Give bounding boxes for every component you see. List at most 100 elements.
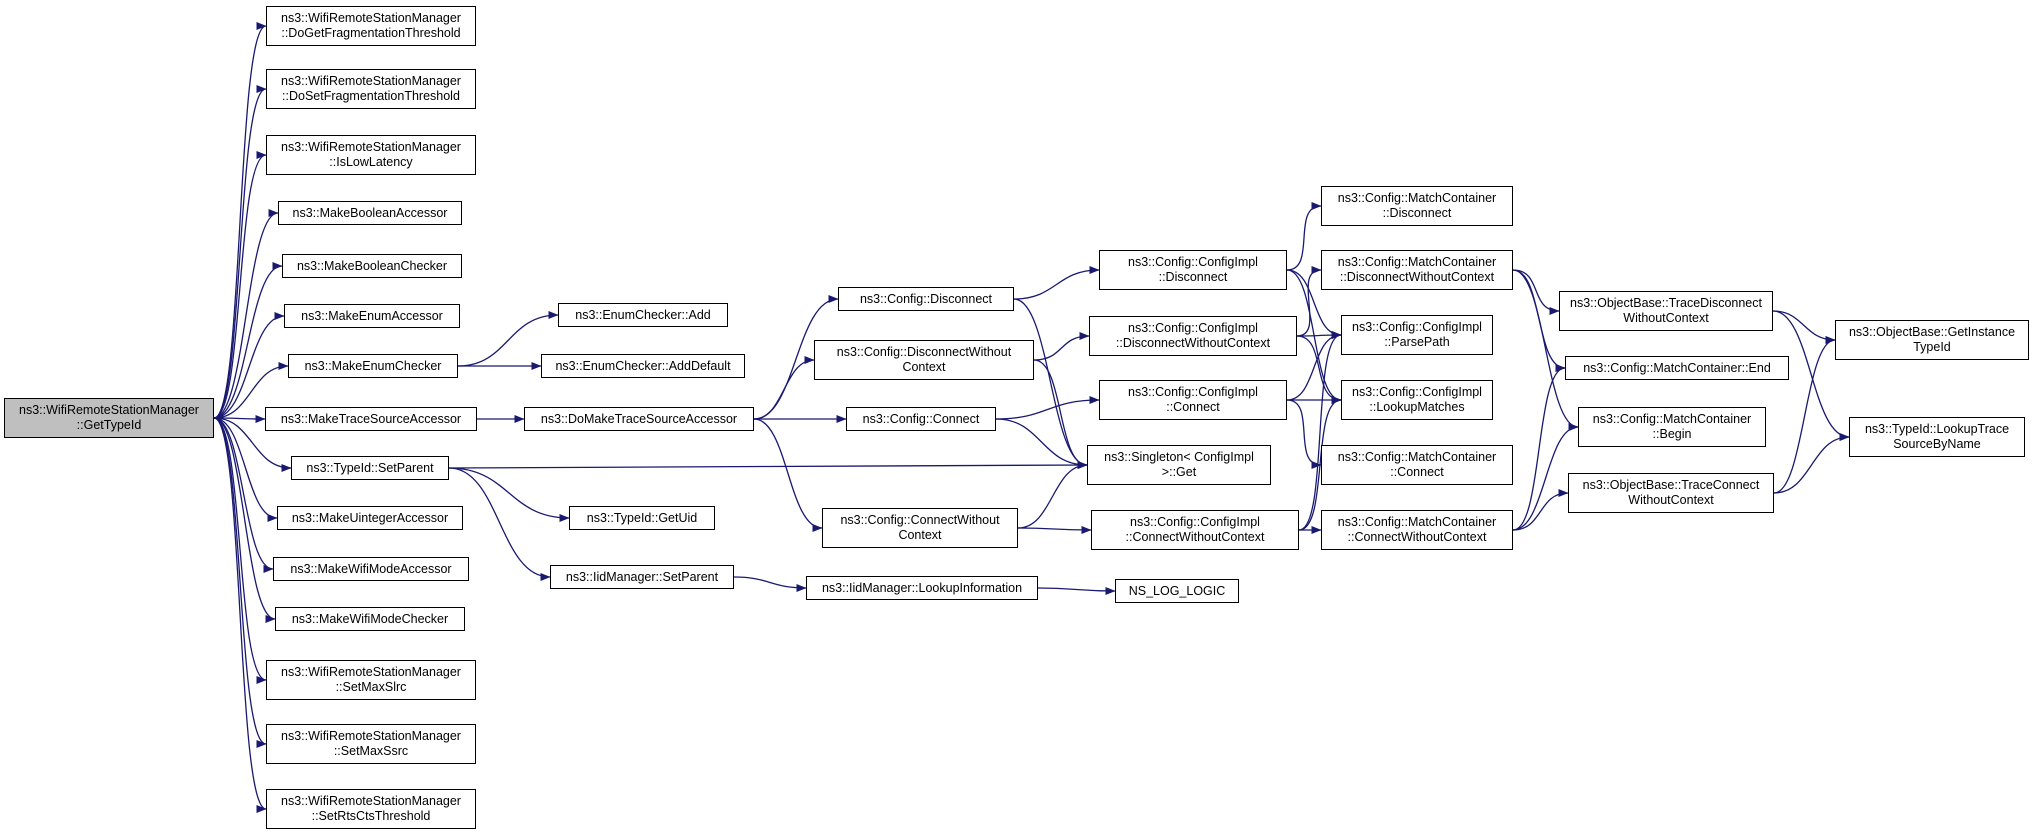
node-doget-frag[interactable]: ns3::WifiRemoteStationManager::DoGetFrag… (266, 6, 476, 46)
node-label-line: ::DoGetFragmentationThreshold (281, 26, 461, 40)
node-mc-disconnect-wc[interactable]: ns3::Config::MatchContainer::DisconnectW… (1321, 250, 1513, 290)
node-iid-setparent[interactable]: ns3::IidManager::SetParent (550, 565, 734, 589)
node-label-line: ns3::EnumChecker::AddDefault (555, 358, 731, 373)
node-mc-begin[interactable]: ns3::Config::MatchContainer::Begin (1578, 407, 1766, 447)
node-mc-end[interactable]: ns3::Config::MatchContainer::End (1565, 356, 1789, 380)
node-cfg-connect[interactable]: ns3::Config::Connect (846, 407, 996, 431)
node-typeid-getuid[interactable]: ns3::TypeId::GetUid (569, 506, 715, 530)
node-make-bool-chk[interactable]: ns3::MakeBooleanChecker (282, 254, 462, 278)
node-make-enum-acc[interactable]: ns3::MakeEnumAccessor (284, 304, 460, 328)
node-singleton-get[interactable]: ns3::Singleton< ConfigImpl>::Get (1087, 445, 1271, 485)
node-mc-connect-wc[interactable]: ns3::Config::MatchContainer::ConnectWith… (1321, 510, 1513, 550)
node-make-uint-acc[interactable]: ns3::MakeUintegerAccessor (277, 506, 463, 530)
node-make-wifimode-acc[interactable]: ns3::MakeWifiModeAccessor (273, 557, 469, 581)
edge-root-to-setmaxslrc (213, 417, 267, 684)
node-enum-adddefault[interactable]: ns3::EnumChecker::AddDefault (541, 354, 745, 378)
node-impl-parsepath[interactable]: ns3::Config::ConfigImpl::ParsePath (1341, 315, 1493, 355)
node-impl-disconnect-wc[interactable]: ns3::Config::ConfigImpl::DisconnectWitho… (1089, 316, 1297, 356)
node-label-line: WithoutContext (1623, 311, 1709, 325)
node-impl-lookupmatches[interactable]: ns3::Config::ConfigImpl::LookupMatches (1341, 380, 1493, 420)
node-label-line: ns3::DoMakeTraceSourceAccessor (540, 411, 738, 426)
node-label-line: ns3::Config::DisconnectWithout (836, 345, 1012, 359)
node-label-line: ns3::WifiRemoteStationManager (281, 140, 461, 154)
node-label-line: ::Connect (1390, 465, 1444, 479)
node-label-line: ::ConnectWithoutContext (1347, 530, 1487, 544)
node-impl-disconnect[interactable]: ns3::Config::ConfigImpl::Disconnect (1099, 250, 1287, 290)
node-typeid-setparent[interactable]: ns3::TypeId::SetParent (291, 456, 449, 480)
node-enum-add[interactable]: ns3::EnumChecker::Add (558, 303, 728, 327)
node-label-line: ns3::Config::MatchContainer (1337, 255, 1497, 269)
node-ns-log-logic[interactable]: NS_LOG_LOGIC (1115, 579, 1239, 603)
edge-mc-disconnect-wc-to-ob-tracedisconnect-wc (1512, 269, 1560, 315)
edge-root-to-make-wifimode-chk (213, 417, 276, 623)
edge-cfg-disconnect-wc-to-singleton-get (1033, 359, 1088, 469)
node-label-line: ns3::Config::MatchContainer::End (1583, 360, 1771, 375)
node-impl-connect[interactable]: ns3::Config::ConfigImpl::Connect (1099, 380, 1287, 420)
node-label-line: ::Connect (1166, 400, 1220, 414)
node-label-line: ::SetMaxSsrc (333, 744, 409, 758)
node-label-line: ns3::ObjectBase::TraceDisconnect (1570, 296, 1762, 310)
edge-cfg-connect-to-impl-connect (995, 396, 1100, 420)
node-root[interactable]: ns3::WifiRemoteStationManager::GetTypeId (4, 398, 214, 438)
node-cfg-disconnect[interactable]: ns3::Config::Disconnect (838, 287, 1014, 311)
node-label-line: ::Begin (1652, 427, 1692, 441)
node-iid-lookupinfo[interactable]: ns3::IidManager::LookupInformation (806, 576, 1038, 600)
edge-impl-disconnect-wc-to-mc-disconnect-wc (1296, 266, 1322, 337)
node-label-line: ::DoSetFragmentationThreshold (282, 89, 460, 103)
edge-cfg-connect-wc-to-impl-connect-wc (1017, 525, 1092, 534)
edge-root-to-setmaxssrc (213, 417, 267, 748)
node-label-line: ns3::IidManager::LookupInformation (821, 580, 1023, 595)
node-label-line: ::LookupMatches (1369, 400, 1465, 414)
node-label-line: ns3::TypeId::LookupTrace (1864, 422, 2010, 436)
node-label-line: ::GetTypeId (76, 418, 142, 432)
edge-root-to-make-bool-chk (213, 262, 283, 419)
node-label-line: ns3::MakeWifiModeAccessor (290, 561, 452, 576)
node-doset-frag[interactable]: ns3::WifiRemoteStationManager::DoSetFrag… (266, 69, 476, 109)
edge-cfg-disconnect-to-singleton-get (1013, 298, 1088, 469)
edge-cfg-disconnect-wc-to-impl-disconnect-wc (1033, 332, 1090, 361)
node-label-line: WithoutContext (1628, 493, 1714, 507)
node-label-line: TypeId (1913, 340, 1951, 354)
node-mc-disconnect[interactable]: ns3::Config::MatchContainer::Disconnect (1321, 186, 1513, 226)
node-make-wifimode-chk[interactable]: ns3::MakeWifiModeChecker (275, 607, 465, 631)
node-label-line: ns3::MakeBooleanAccessor (292, 205, 448, 220)
node-label-line: ns3::MakeEnumAccessor (301, 308, 443, 323)
node-make-trace-acc[interactable]: ns3::MakeTraceSourceAccessor (265, 407, 477, 431)
node-label-line: ns3::TypeId::SetParent (306, 460, 434, 475)
node-label-line: Context (902, 360, 946, 374)
edge-root-to-doset-frag (213, 85, 267, 419)
node-label-line: ::DisconnectWithoutContext (1115, 336, 1271, 350)
edge-mc-disconnect-wc-to-mc-begin (1512, 269, 1579, 431)
node-label-line: ns3::Config::ConfigImpl (1352, 385, 1482, 399)
node-label-line: ::Disconnect (1158, 270, 1228, 284)
edge-ob-traceconnect-wc-to-typeid-lookuptrace (1773, 433, 1850, 494)
node-make-bool-acc[interactable]: ns3::MakeBooleanAccessor (278, 201, 462, 225)
node-label-line: ns3::MakeWifiModeChecker (291, 611, 449, 626)
edge-ob-tracedisconnect-wc-to-ob-getinstancetypeid (1772, 310, 1836, 344)
node-label-line: ::Disconnect (1382, 206, 1452, 220)
node-make-enum-chk[interactable]: ns3::MakeEnumChecker (288, 354, 458, 378)
node-setmaxssrc[interactable]: ns3::WifiRemoteStationManager::SetMaxSsr… (266, 724, 476, 764)
edge-impl-disconnect-to-impl-lookupmatches (1286, 269, 1342, 404)
edge-impl-connect-wc-to-impl-lookupmatches (1298, 396, 1342, 531)
node-setrtscts[interactable]: ns3::WifiRemoteStationManager::SetRtsCts… (266, 789, 476, 829)
node-label-line: ns3::Config::ConfigImpl (1128, 321, 1258, 335)
node-mc-connect[interactable]: ns3::Config::MatchContainer::Connect (1321, 445, 1513, 485)
node-label-line: Context (898, 528, 942, 542)
node-label-line: ns3::MakeTraceSourceAccessor (280, 411, 462, 426)
node-label-line: NS_LOG_LOGIC (1128, 583, 1226, 598)
node-label-line: ns3::Config::MatchContainer (1592, 412, 1752, 426)
node-domake-trace[interactable]: ns3::DoMakeTraceSourceAccessor (524, 407, 754, 431)
node-setmaxslrc[interactable]: ns3::WifiRemoteStationManager::SetMaxSlr… (266, 660, 476, 700)
node-islowlatency[interactable]: ns3::WifiRemoteStationManager::IsLowLate… (266, 135, 476, 175)
node-label-line: ns3::Config::MatchContainer (1337, 191, 1497, 205)
node-impl-connect-wc[interactable]: ns3::Config::ConfigImpl::ConnectWithoutC… (1091, 510, 1299, 550)
